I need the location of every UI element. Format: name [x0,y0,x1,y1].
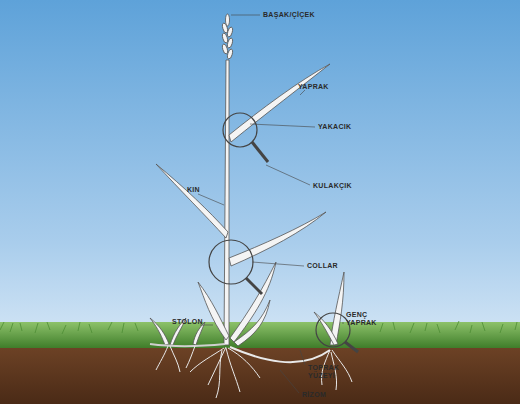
part-label: YAKACIK [318,123,351,131]
part-label: KULAKÇIK [313,182,352,190]
part-label: KIN [187,186,200,194]
part-label: STOLON [172,318,203,326]
part-label: GENÇ YAPRAK [346,311,380,327]
part-label: YAPRAK [298,83,329,91]
part-label: BAŞAK/ÇİÇEK [263,11,315,19]
part-label: COLLAR [307,262,338,270]
part-label: RİZOM [302,391,326,399]
part-label: TOPRAK YÜZEYİ [308,364,352,380]
